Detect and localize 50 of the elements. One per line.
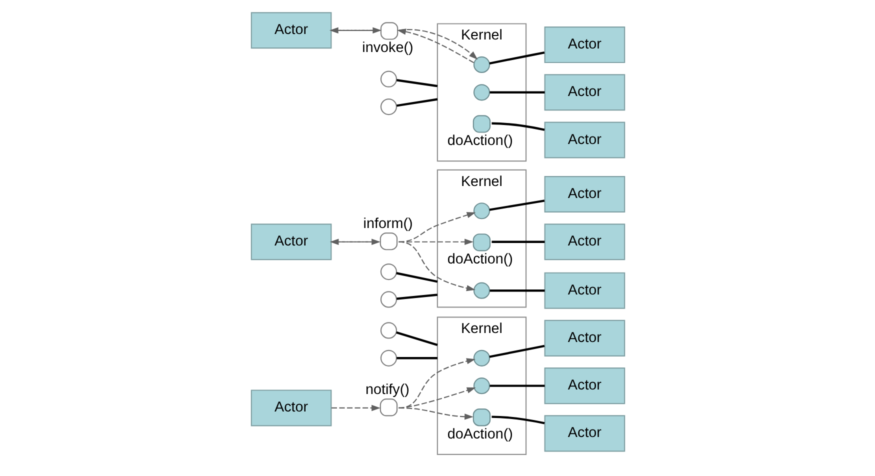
connector xyxy=(396,294,438,300)
node-label: inform() xyxy=(362,216,412,232)
node-circle xyxy=(380,322,397,339)
connector xyxy=(396,98,438,107)
node-box: Actor xyxy=(250,390,332,426)
arrow xyxy=(398,212,476,242)
node-circle xyxy=(380,291,397,308)
node-label: doAction() xyxy=(446,426,512,442)
connector xyxy=(489,91,544,94)
arrow xyxy=(398,241,475,292)
connector xyxy=(491,416,544,424)
connector xyxy=(489,384,544,387)
node-circle xyxy=(472,84,490,101)
arrow xyxy=(398,407,473,420)
node-label: doAction() xyxy=(446,132,512,149)
node-box: Actor xyxy=(544,26,625,64)
node-box: Actor xyxy=(544,176,625,213)
node-circle xyxy=(472,282,490,299)
connector xyxy=(396,331,438,346)
connector xyxy=(396,79,438,88)
arrow xyxy=(331,404,380,412)
node-circle xyxy=(380,70,397,88)
connector xyxy=(489,289,544,292)
connector xyxy=(488,344,544,358)
connector xyxy=(488,51,544,64)
node-box: Actor xyxy=(250,12,332,49)
node-box: Actor xyxy=(250,224,332,260)
node-circle xyxy=(472,350,490,366)
node-box: Actor xyxy=(544,415,625,452)
node-circle xyxy=(380,263,397,280)
node-box: Actor xyxy=(544,368,625,404)
node-circle xyxy=(472,202,490,220)
node-circle xyxy=(472,56,490,74)
node-circle xyxy=(472,378,490,394)
node-label: notify() xyxy=(364,382,409,398)
connector xyxy=(488,200,544,211)
node-circle xyxy=(380,98,397,116)
node-box: Actor xyxy=(544,122,625,158)
node-box: Actor xyxy=(544,74,625,111)
node-label: invoke() xyxy=(362,40,413,56)
node-label: doAction() xyxy=(446,251,512,268)
connector xyxy=(491,122,544,131)
node-box: Actor xyxy=(544,224,625,260)
connector xyxy=(396,357,437,360)
node-box: Actor xyxy=(544,320,625,356)
node-circle xyxy=(380,350,397,366)
connector xyxy=(491,240,544,243)
connector xyxy=(396,272,438,283)
arrow xyxy=(398,238,473,245)
node-box: Actor xyxy=(544,272,625,309)
